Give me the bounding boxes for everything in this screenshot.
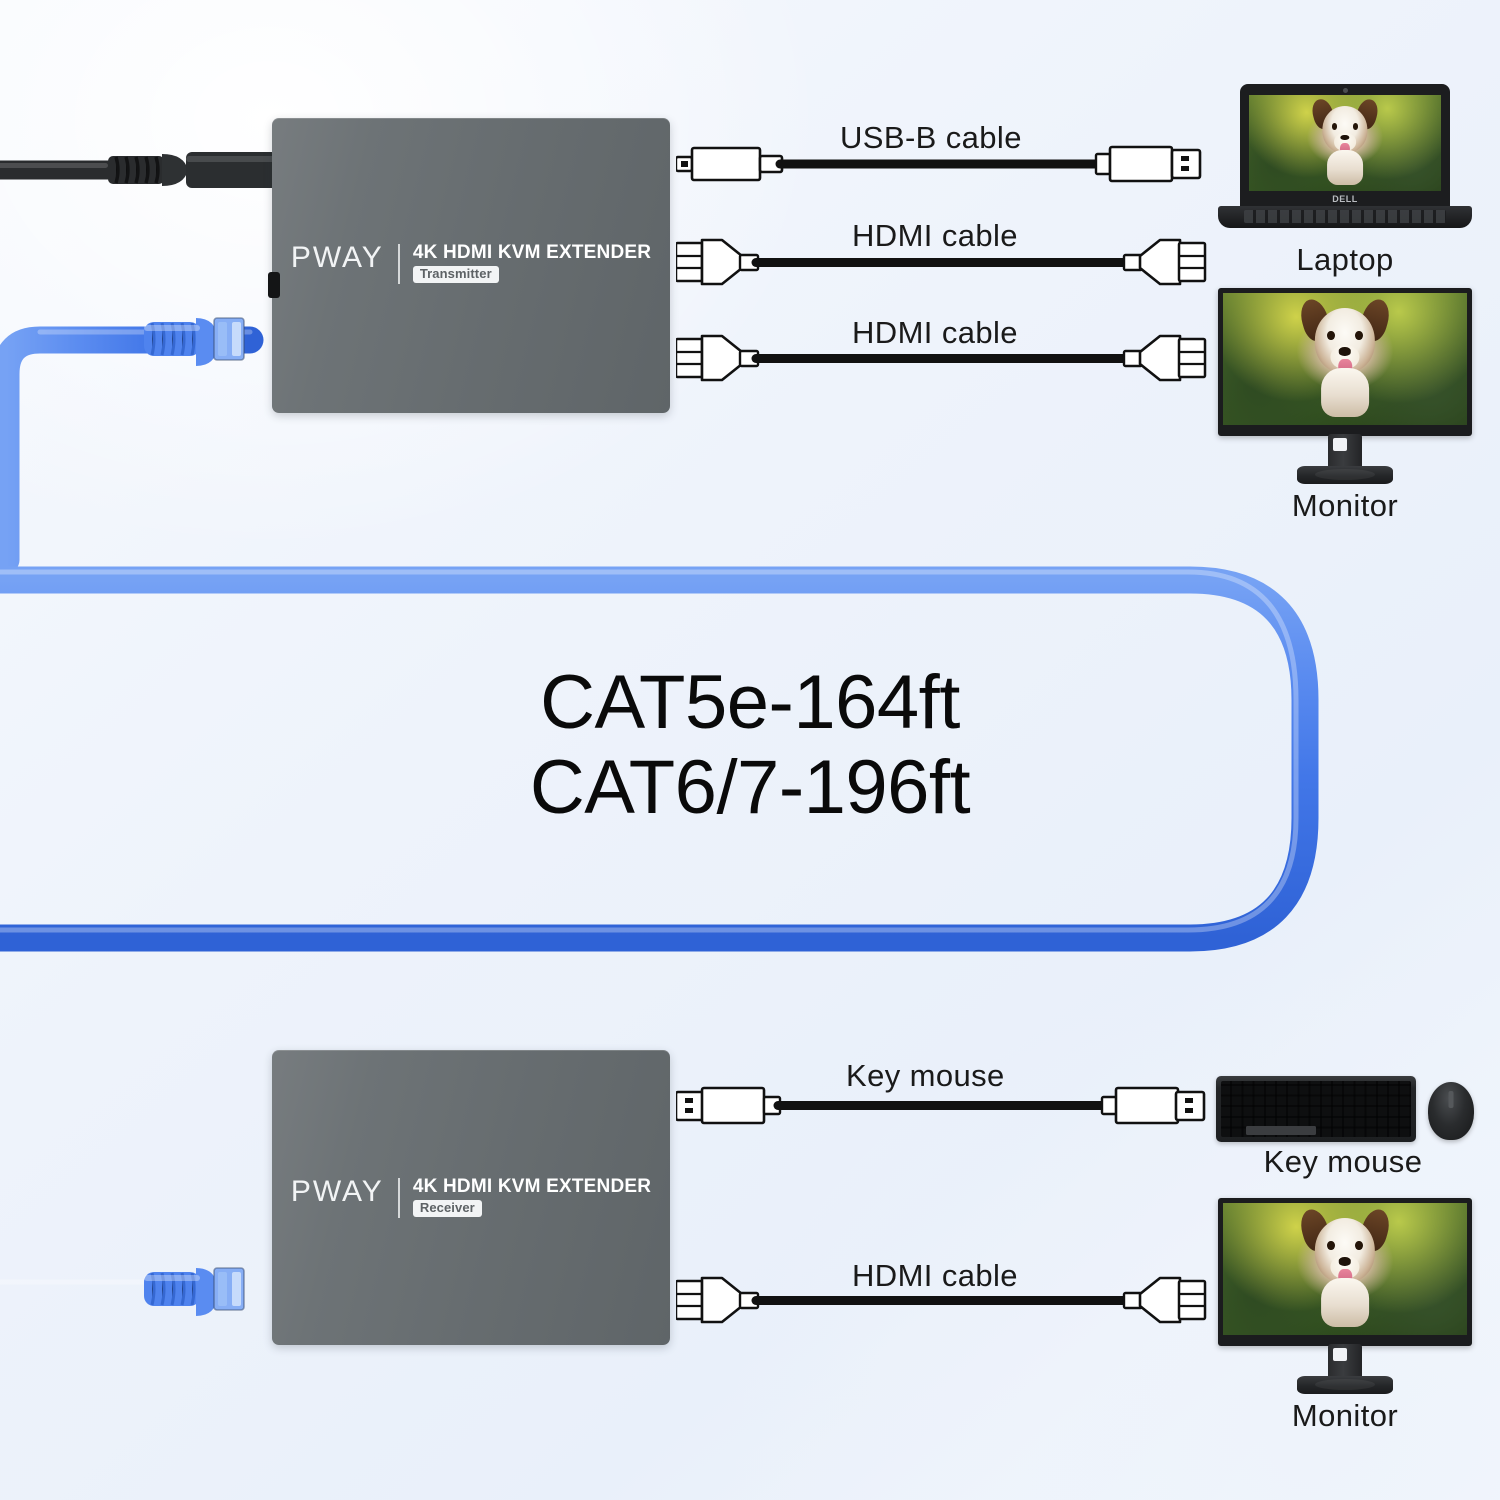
cable-label-key-mouse: Key mouse <box>846 1058 1005 1093</box>
cable-label-usb-b: USB-B cable <box>840 120 1022 155</box>
monitor-top-caption: Monitor <box>1291 488 1399 523</box>
key-mouse-caption: Key mouse <box>1263 1144 1423 1179</box>
rj45-connector-receiver <box>144 1267 245 1316</box>
monitor-top <box>1218 288 1472 484</box>
hdmi-cable-top-2 <box>676 334 1207 382</box>
brand-divider <box>397 244 400 284</box>
key-mouse-cable <box>676 1086 1206 1125</box>
cable-distance-spec: CAT5e-164ft CAT6/7-196ft <box>0 660 1500 830</box>
transmitter-role-badge: Transmitter <box>412 265 499 284</box>
keyboard-icon <box>1216 1076 1416 1142</box>
laptop: DELL <box>1218 84 1472 234</box>
cable-label-hdmi-bottom: HDMI cable <box>852 1258 1018 1293</box>
receiver-device[interactable]: PWAY 4K HDMI KVM EXTENDER Receiver <box>272 1050 670 1345</box>
mouse-icon <box>1428 1082 1474 1140</box>
transmitter-title: 4K HDMI KVM EXTENDER <box>412 242 652 263</box>
receiver-title: 4K HDMI KVM EXTENDER <box>412 1176 652 1197</box>
cable-label-hdmi-top-1: HDMI cable <box>852 218 1018 253</box>
keyboard-and-mouse <box>1216 1072 1484 1146</box>
brand-divider-receiver <box>397 1178 400 1218</box>
cable-label-hdmi-top-2: HDMI cable <box>852 315 1018 350</box>
spec-line-cat67: CAT6/7-196ft <box>529 745 971 831</box>
spec-line-cat5e: CAT5e-164ft <box>540 660 960 745</box>
monitor-bottom-caption: Monitor <box>1291 1398 1399 1433</box>
usb-b-cable <box>676 145 1202 183</box>
receiver-brand: PWAY <box>290 1175 384 1208</box>
transmitter-device[interactable]: PWAY 4K HDMI KVM EXTENDER Transmitter <box>272 118 670 413</box>
transmitter-brand: PWAY <box>290 241 384 274</box>
receiver-role-badge: Receiver <box>412 1199 482 1218</box>
hdmi-cable-top-1 <box>676 238 1207 286</box>
transmitter-side-port[interactable] <box>268 272 280 298</box>
laptop-caption: Laptop <box>1296 242 1394 277</box>
rj45-connector-transmitter <box>144 317 245 366</box>
hdmi-cable-bottom <box>676 1276 1207 1324</box>
monitor-bottom <box>1218 1198 1472 1394</box>
power-cable <box>0 152 278 188</box>
